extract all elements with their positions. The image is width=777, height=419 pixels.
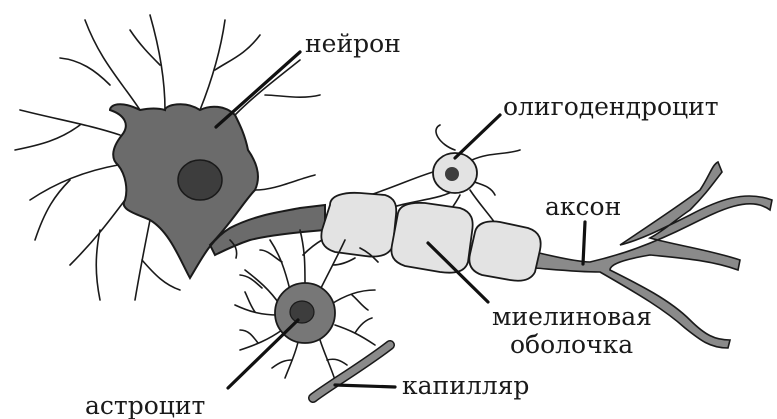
myelin-sheath-label-line1: миелиновая: [492, 302, 652, 331]
neuron-nucleus: [178, 160, 222, 200]
myelin-sheath: [321, 193, 540, 281]
astrocyte-leader-line: [228, 320, 298, 388]
axon-label: аксон: [545, 192, 621, 221]
axon-leader-line: [583, 222, 585, 264]
myelin-segment: [321, 193, 396, 257]
astrocyte-nucleus: [290, 301, 314, 323]
oligodendrocyte-label: олигодендроцит: [503, 92, 719, 121]
myelin-segment: [469, 221, 540, 280]
neuron-leader-line: [216, 52, 300, 127]
oligodendrocyte-nucleus: [445, 167, 459, 181]
myelin-sheath-label-line2: оболочка: [510, 330, 633, 359]
oligodendrocyte-leader-line: [455, 115, 500, 158]
neuron-label: нейрон: [305, 29, 401, 58]
astrocyte-label: астроцит: [85, 391, 205, 419]
capillary-label: капилляр: [402, 371, 529, 400]
capillary-leader-line: [335, 385, 395, 387]
myelin-segment: [391, 203, 472, 273]
